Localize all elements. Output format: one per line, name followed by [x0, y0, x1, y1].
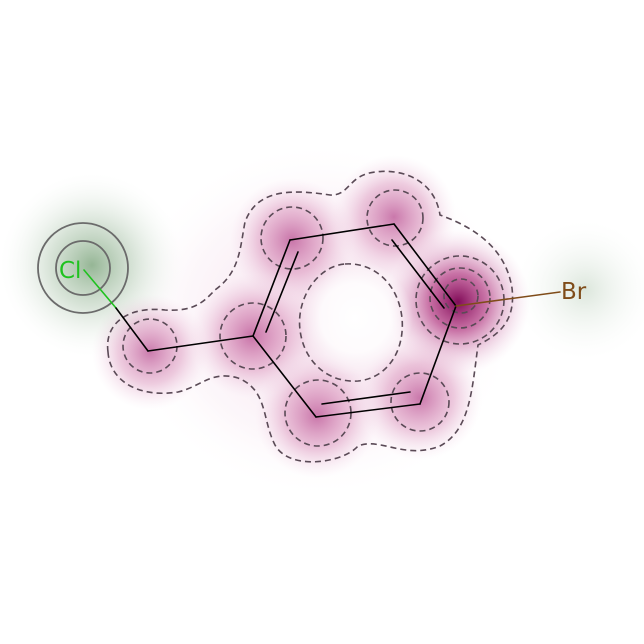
bond-c6-c1: [252, 335, 317, 418]
bond-c5-c6: [315, 403, 421, 418]
glow-ch2: [92, 294, 208, 410]
bonds-layer: [83, 223, 561, 418]
bond-c1-c2: [252, 239, 291, 337]
contour-c1: [219, 302, 287, 370]
contour-ch2: [122, 318, 178, 374]
cl-solid-contours: [37, 222, 129, 314]
bond-cl-ch2-green: [83, 269, 117, 309]
ring-center-hole: [297, 260, 413, 376]
glow-br-region: [515, 220, 644, 360]
atom-labels: Cl Br: [59, 258, 587, 305]
bond-c4-c5: [419, 305, 457, 405]
bond-c3-c4-double: [391, 239, 445, 309]
bond-c1-c2-double: [265, 251, 299, 333]
bond-ch2-c1: [147, 335, 254, 352]
bond-c4-br: [455, 291, 561, 307]
contour-c2: [260, 206, 324, 270]
bond-cl-ch2-black: [115, 307, 149, 352]
atom-label-bromine: Br: [561, 279, 587, 305]
bond-c3-c4: [393, 223, 457, 307]
inner-ring-contour: [298, 263, 404, 382]
bond-c5-c6-double: [321, 391, 411, 405]
contour-c5: [390, 372, 450, 432]
contour-c3: [366, 189, 424, 247]
cl-contour-inner: [55, 240, 111, 296]
atom-label-chlorine: Cl: [59, 258, 81, 284]
contour-c4-mid: [429, 267, 491, 329]
glow-c6: [255, 354, 379, 478]
heatmap-layer: [0, 140, 644, 500]
contour-c4-inner: [443, 278, 479, 314]
outer-contour: [106, 170, 514, 463]
cl-contour-outer: [37, 222, 129, 314]
bond-c2-c3: [289, 223, 395, 241]
glow-c5: [358, 336, 482, 460]
